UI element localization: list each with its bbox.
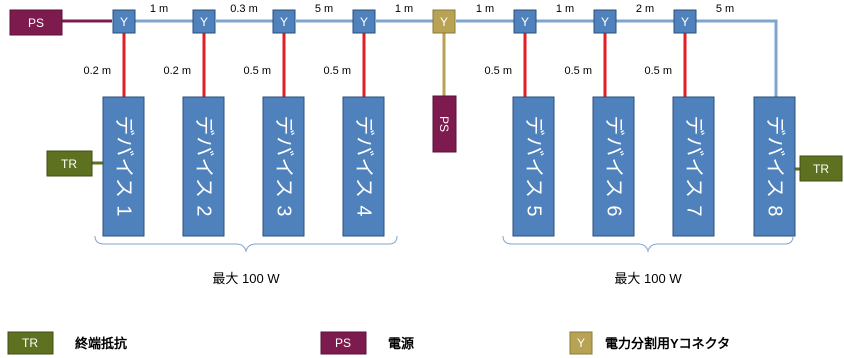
y-connector-6: Y: [513, 9, 537, 34]
y-connector-3: Y: [272, 9, 296, 34]
y-connector-7: Y: [593, 9, 617, 34]
segment-label-1: 最大 100 W: [212, 271, 280, 286]
drop-cables: [92, 33, 800, 171]
bus-length-4: 1 m: [395, 3, 413, 15]
y-connector-4: Y: [352, 9, 376, 34]
bus-length-8: 5 m: [716, 3, 734, 15]
terminator-right: TR: [799, 155, 843, 182]
terminator-left-label: TR: [61, 157, 77, 171]
device-3: デバイス 3: [262, 96, 305, 237]
y-connector-label-5: Y: [440, 15, 448, 29]
drop-length-5: 0.5 m: [484, 65, 512, 77]
device-label-3: デバイス 3: [273, 115, 296, 217]
legend-item-tr: TR 終端抵抗: [7, 331, 127, 355]
device-label-5: デバイス 5: [523, 115, 546, 217]
device-2: デバイス 2: [182, 96, 225, 237]
device-8: デバイス 8: [753, 96, 796, 237]
bus-length-2: 0.3 m: [230, 3, 258, 15]
legend-key-ps: PS: [335, 336, 351, 350]
legend-item-y: Y 電力分割用Yコネクタ: [569, 331, 730, 355]
bus-length-3: 5 m: [315, 3, 333, 15]
drop-length-2: 0.2 m: [163, 65, 191, 77]
segment-brace-2: 最大 100 W: [502, 235, 794, 286]
device-7: デバイス 7: [672, 96, 715, 237]
bus-length-7: 2 m: [636, 3, 654, 15]
device-label-1: デバイス 1: [113, 115, 136, 217]
legend-text-tr: 終端抵抗: [75, 336, 127, 351]
device-6: デバイス 6: [592, 96, 635, 237]
y-connector-label-8: Y: [681, 15, 689, 29]
power-supply-mid-label: PS: [437, 116, 451, 132]
terminator-left: TR: [46, 150, 93, 177]
drop-length-4: 0.5 m: [323, 65, 351, 77]
drop-length-3: 0.5 m: [243, 65, 271, 77]
device-label-7: デバイス 7: [683, 115, 706, 217]
legend-key-tr: TR: [22, 336, 38, 350]
drop-length-labels: 0.2 m 0.2 m 0.5 m 0.5 m 0.5 m 0.5 m 0.5 m: [83, 65, 672, 77]
bus-cable-8: [696, 19, 778, 97]
device-label-2: デバイス 2: [193, 115, 216, 217]
power-supply-mid: PS: [432, 95, 457, 153]
legend-key-y: Y: [577, 336, 585, 350]
bus-cables: [62, 19, 778, 97]
bus-length-6: 1 m: [556, 3, 574, 15]
y-connector-5: Y: [432, 9, 456, 34]
y-connector-2: Y: [192, 9, 216, 34]
power-supply-left: PS: [9, 9, 63, 36]
legend-swatch-y: [569, 331, 593, 355]
y-connector-1: Y: [112, 9, 136, 34]
y-connector-label-1: Y: [120, 15, 128, 29]
drop-length-6: 0.5 m: [564, 65, 592, 77]
terminator-right-label: TR: [813, 162, 829, 176]
device-1: デバイス 1: [102, 96, 145, 237]
bus-length-5: 1 m: [476, 3, 494, 15]
segment-brace-1: 最大 100 W: [94, 235, 398, 286]
y-connector-8: Y: [673, 9, 697, 34]
power-supply-left-label: PS: [28, 16, 44, 30]
y-connector-label-4: Y: [360, 15, 368, 29]
legend-text-y: 電力分割用Yコネクタ: [605, 336, 730, 351]
legend: TR 終端抵抗 PS 電源 Y 電力分割用Yコネクタ: [7, 331, 730, 355]
y-connector-label-6: Y: [521, 15, 529, 29]
y-connector-label-3: Y: [280, 15, 288, 29]
y-connector-label-7: Y: [601, 15, 609, 29]
legend-item-ps: PS 電源: [320, 331, 414, 355]
drop-length-1: 0.2 m: [83, 65, 111, 77]
legend-swatch-ps: [320, 331, 367, 355]
drop-length-7: 0.5 m: [644, 65, 672, 77]
bus-length-1: 1 m: [150, 3, 168, 15]
y-connector-label-2: Y: [200, 15, 208, 29]
device-5: デバイス 5: [512, 96, 555, 237]
bus-length-labels: 1 m 0.3 m 5 m 1 m 1 m 1 m 2 m 5 m: [150, 3, 734, 15]
devices: デバイス 1 デバイス 2 デバイス 3 デバイス 4 デバイス 5 デバイス 6 デバイス…: [102, 96, 796, 237]
device-4: デバイス 4: [342, 96, 385, 237]
device-label-8: デバイス 8: [764, 115, 787, 217]
device-label-6: デバイス 6: [603, 115, 626, 217]
legend-swatch-tr: [7, 331, 54, 355]
segment-label-2: 最大 100 W: [614, 271, 682, 286]
legend-text-ps: 電源: [388, 336, 414, 351]
device-label-4: デバイス 4: [353, 115, 376, 217]
